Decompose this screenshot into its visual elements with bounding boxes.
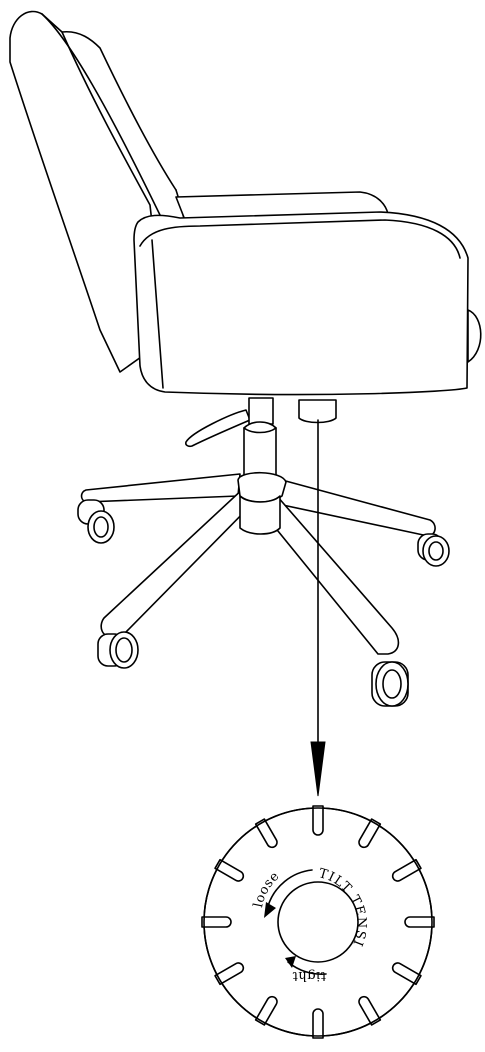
knob-notch [358, 995, 382, 1026]
knob-notch [201, 916, 232, 928]
knob-notch [404, 916, 435, 928]
chair-seat [133, 211, 482, 396]
star-base [80, 471, 436, 655]
knob-grip-notches [201, 805, 435, 1039]
knob-notch [254, 818, 278, 849]
knob-notch [358, 818, 382, 849]
tight-label: tight [292, 968, 326, 983]
tension-knob-on-chair [298, 399, 337, 424]
knob-notch [312, 1008, 324, 1039]
gas-cylinder [243, 397, 277, 484]
knob-notch [214, 962, 245, 986]
knob-center-hole [277, 881, 359, 963]
pointer-arrow [310, 419, 326, 797]
knob-notch [312, 805, 324, 836]
height-lever [185, 409, 251, 448]
knob-notch [391, 858, 422, 882]
knob-notch [254, 995, 278, 1026]
caster-back-left [77, 499, 115, 544]
caster-back-right [417, 533, 450, 567]
knob-rim [203, 807, 433, 1037]
chair-backrest [9, 10, 186, 373]
knob-notch [391, 962, 422, 986]
tight-arrowhead [285, 956, 296, 968]
loose-arrowhead [264, 902, 276, 918]
caster-front-left [97, 631, 139, 669]
office-chair-illustration [9, 10, 482, 707]
loose-arrow [267, 869, 313, 907]
knob-notch [214, 858, 245, 882]
caster-front-right [371, 661, 409, 707]
